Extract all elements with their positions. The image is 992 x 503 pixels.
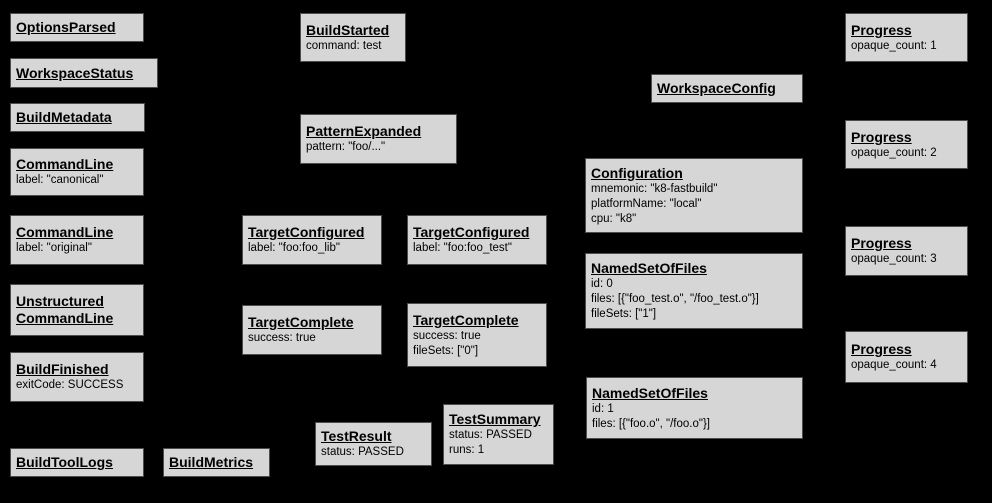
node-title: TargetConfigured bbox=[413, 224, 530, 240]
node-pattern-expanded: PatternExpanded pattern: "foo/..." bbox=[300, 114, 457, 164]
node-build-metadata: BuildMetadata bbox=[10, 103, 145, 132]
node-attribute: platformName: "local" bbox=[591, 197, 702, 210]
node-progress-3: Progress opaque_count: 3 bbox=[845, 226, 968, 276]
node-test-result: TestResult status: PASSED bbox=[315, 422, 432, 466]
node-title: Progress bbox=[851, 341, 912, 357]
node-progress-4: Progress opaque_count: 4 bbox=[845, 331, 968, 383]
node-attribute: fileSets: ["0"] bbox=[413, 344, 479, 357]
node-target-complete-foo-test: TargetComplete success: true fileSets: [… bbox=[407, 303, 547, 367]
node-named-set-of-files-0: NamedSetOfFiles id: 0 files: [{"foo_test… bbox=[585, 253, 803, 329]
node-options-parsed: OptionsParsed bbox=[10, 13, 144, 42]
node-attribute: opaque_count: 2 bbox=[851, 146, 937, 159]
node-command-line-canonical: CommandLine label: "canonical" bbox=[10, 148, 144, 196]
node-target-complete-foo-lib: TargetComplete success: true bbox=[242, 305, 382, 355]
node-title: Unstructured bbox=[16, 293, 104, 309]
node-title: WorkspaceStatus bbox=[16, 64, 134, 81]
node-title: NamedSetOfFiles bbox=[592, 384, 708, 401]
node-attribute: exitCode: SUCCESS bbox=[16, 379, 124, 391]
node-build-finished: BuildFinished exitCode: SUCCESS bbox=[10, 352, 144, 402]
node-title: BuildMetrics bbox=[169, 454, 254, 470]
node-title: Configuration bbox=[591, 164, 683, 181]
node-build-started: BuildStarted command: test bbox=[300, 13, 406, 62]
node-target-configured-foo-lib: TargetConfigured label: "foo:foo_lib" bbox=[242, 215, 382, 265]
node-progress-1: Progress opaque_count: 1 bbox=[845, 13, 968, 62]
node-attribute: status: PASSED bbox=[321, 446, 404, 458]
node-named-set-of-files-1: NamedSetOfFiles id: 1 files: [{"foo.o", … bbox=[586, 377, 803, 439]
node-attribute: mnemonic: "k8-fastbuild" bbox=[591, 182, 718, 195]
node-title: BuildFinished bbox=[16, 361, 109, 377]
node-title: OptionsParsed bbox=[16, 19, 116, 35]
node-attribute: id: 1 bbox=[592, 402, 614, 415]
node-attribute: success: true bbox=[413, 329, 481, 342]
node-target-configured-foo-test: TargetConfigured label: "foo:foo_test" bbox=[407, 215, 547, 265]
node-attribute: id: 0 bbox=[591, 278, 613, 290]
node-attribute: label: "foo:foo_test" bbox=[413, 242, 512, 254]
node-title: CommandLine bbox=[16, 224, 114, 240]
node-build-tool-logs: BuildToolLogs bbox=[10, 448, 144, 477]
node-attribute: pattern: "foo/..." bbox=[306, 141, 386, 153]
node-attribute: opaque_count: 3 bbox=[851, 253, 937, 265]
node-attribute: files: [{"foo.o", "/foo.o"}] bbox=[592, 417, 710, 430]
node-attribute: opaque_count: 1 bbox=[851, 39, 937, 52]
node-title: TargetComplete bbox=[248, 314, 354, 330]
node-title: TargetConfigured bbox=[248, 224, 365, 240]
node-attribute: status: PASSED bbox=[449, 429, 532, 441]
node-workspace-status: WorkspaceStatus bbox=[10, 58, 158, 88]
node-title: PatternExpanded bbox=[306, 123, 422, 139]
node-command-line-original: CommandLine label: "original" bbox=[10, 215, 144, 265]
node-attribute: opaque_count: 4 bbox=[851, 359, 937, 371]
node-attribute: label: "canonical" bbox=[16, 174, 104, 186]
node-title: TestResult bbox=[321, 428, 392, 444]
node-title: BuildStarted bbox=[306, 21, 390, 38]
node-attribute: files: [{"foo_test.o", "/foo_test.o"}] bbox=[591, 293, 759, 305]
node-progress-2: Progress opaque_count: 2 bbox=[845, 120, 968, 169]
node-unstructured-command-line: Unstructured CommandLine bbox=[10, 284, 144, 336]
node-title: TargetComplete bbox=[413, 311, 519, 328]
node-attribute: cpu: "k8" bbox=[591, 212, 637, 225]
node-test-summary: TestSummary status: PASSED runs: 1 bbox=[443, 404, 554, 465]
node-title: Progress bbox=[851, 21, 912, 38]
node-title: Progress bbox=[851, 128, 912, 145]
node-attribute: success: true bbox=[248, 332, 316, 344]
node-title: BuildToolLogs bbox=[16, 454, 113, 470]
node-title: NamedSetOfFiles bbox=[591, 260, 707, 276]
node-title: BuildMetadata bbox=[16, 109, 112, 125]
node-title: WorkspaceConfig bbox=[657, 80, 776, 96]
node-attribute: label: "original" bbox=[16, 242, 92, 254]
node-attribute: fileSets: ["1"] bbox=[591, 308, 657, 320]
node-attribute: label: "foo:foo_lib" bbox=[248, 242, 340, 254]
node-title: TestSummary bbox=[449, 411, 541, 427]
node-title: CommandLine bbox=[16, 310, 114, 326]
node-title: CommandLine bbox=[16, 156, 114, 172]
node-configuration: Configuration mnemonic: "k8-fastbuild" p… bbox=[585, 158, 803, 233]
node-build-metrics: BuildMetrics bbox=[163, 448, 270, 477]
node-workspace-config: WorkspaceConfig bbox=[651, 74, 803, 103]
node-attribute: command: test bbox=[306, 39, 382, 52]
node-title: Progress bbox=[851, 235, 912, 251]
node-attribute: runs: 1 bbox=[449, 444, 485, 456]
